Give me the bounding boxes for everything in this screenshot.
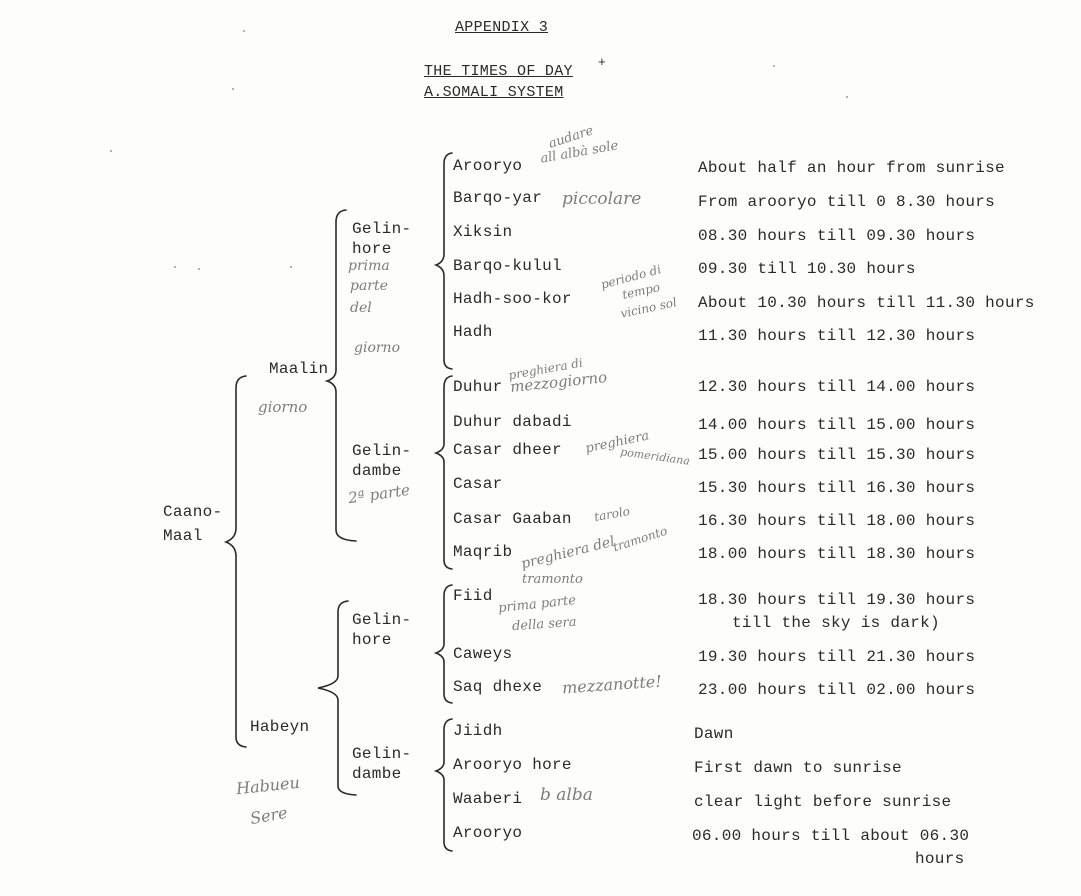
page-title: THE TIMES OF DAY: [424, 63, 573, 80]
handwritten-note: piccolare: [562, 189, 642, 209]
handwritten-note: prima: [348, 258, 390, 274]
handwritten-note: parte: [350, 278, 388, 294]
period-description: 18.00 hours till 18.30 hours: [698, 545, 976, 563]
period-name: Hadh: [453, 323, 493, 341]
handwritten-note: della sera: [511, 614, 577, 635]
period-name: Duhur dabadi: [453, 413, 572, 431]
period-description: clear light before sunrise: [694, 793, 952, 811]
period-name: Saq dhexe: [453, 678, 543, 696]
paper-speck: [232, 88, 234, 90]
period-description: 15.30 hours till 16.30 hours: [698, 479, 976, 497]
handwritten-note: mezzanotte!: [561, 671, 663, 698]
period-name: Duhur: [453, 378, 503, 396]
page-subtitle: A.SOMALI SYSTEM: [424, 84, 564, 101]
period-name: Waaberi: [453, 790, 523, 808]
handwritten-note: b alba: [540, 785, 593, 805]
period-name: Caweys: [453, 645, 513, 663]
period-description: First dawn to sunrise: [694, 759, 902, 777]
habeyn-hore-label-line2: hore: [352, 631, 392, 649]
handwritten-note: tarolo: [593, 503, 631, 525]
handwritten-note: 2ª parte: [347, 480, 412, 508]
handwritten-note: preghiera del: [519, 533, 617, 573]
maalin-dambe-label-line1: Gelin-: [352, 442, 412, 460]
period-name: Hadh-soo-kor: [453, 290, 572, 308]
paper-speck: [110, 150, 112, 152]
period-name: Barqo-kulul: [453, 257, 562, 275]
maalin-hore-label-line2: hore: [352, 240, 392, 258]
period-name: Arooryo: [453, 824, 523, 842]
day-dambe-bracket: [433, 375, 453, 570]
paper-speck: [846, 96, 848, 98]
maalin-hore-label-line1: Gelin-: [352, 220, 412, 238]
footnote-mark: +: [598, 55, 606, 70]
period-name: Casar dheer: [453, 441, 562, 459]
period-description: 19.30 hours till 21.30 hours: [698, 648, 976, 666]
period-description: 12.30 hours till 14.00 hours: [698, 378, 976, 396]
period-description-continued: hours: [915, 850, 965, 868]
period-description: 14.00 hours till 15.00 hours: [698, 416, 976, 434]
period-name: Arooryo hore: [453, 756, 572, 774]
appendix-heading: APPENDIX 3: [455, 19, 549, 36]
habeyn-hore-label-line1: Gelin-: [352, 611, 412, 629]
handwritten-note: Sere: [248, 802, 289, 829]
paper-speck: [174, 266, 176, 268]
period-name: Maqrib: [453, 543, 513, 561]
period-description: From arooryo till 0 8.30 hours: [698, 193, 996, 211]
period-description: 18.30 hours till 19.30 hours: [698, 591, 976, 609]
handwritten-note: tramonto: [611, 523, 669, 555]
night-dambe-bracket: [433, 718, 453, 852]
period-description: 16.30 hours till 18.00 hours: [698, 512, 976, 530]
handwritten-note: giorno: [258, 398, 308, 416]
root-bracket: [223, 375, 247, 748]
period-description: 08.30 hours till 09.30 hours: [698, 227, 976, 245]
period-description-continued: till the sky is dark): [732, 614, 940, 632]
root-label-line2: Maal: [163, 527, 203, 545]
maalin-dambe-label-line2: dambe: [352, 462, 402, 480]
period-name: Jiidh: [453, 722, 503, 740]
root-label-line1: Caano-: [163, 503, 223, 521]
handwritten-note: Habueu: [235, 772, 301, 799]
period-description: About 10.30 hours till 11.30 hours: [698, 294, 1035, 312]
paper-speck: [243, 30, 245, 32]
habeyn-bracket: [317, 600, 357, 796]
period-description: 06.00 hours till about 06.30: [692, 827, 970, 845]
paper-speck: [290, 266, 292, 268]
period-name: Fiid: [453, 587, 493, 605]
habeyn-label: Habeyn: [250, 718, 310, 736]
period-description: 09.30 till 10.30 hours: [698, 260, 916, 278]
handwritten-note: giorno: [354, 340, 401, 356]
period-name: Xiksin: [453, 223, 513, 241]
handwritten-note: del: [350, 300, 372, 316]
habeyn-dambe-label-line1: Gelin-: [352, 745, 412, 763]
period-name: Barqo-yar: [453, 189, 543, 207]
period-description: Dawn: [694, 725, 734, 743]
handwritten-note: prima parte: [497, 592, 577, 617]
period-description: 11.30 hours till 12.30 hours: [698, 327, 976, 345]
paper-speck: [773, 65, 775, 67]
day-hore-bracket: [433, 152, 453, 370]
handwritten-note: tramonto: [522, 572, 583, 587]
period-description: 15.00 hours till 15.30 hours: [698, 446, 976, 464]
period-name: Casar: [453, 475, 503, 493]
maalin-label: Maalin: [269, 360, 329, 378]
period-name: Casar Gaaban: [453, 510, 572, 528]
night-hore-bracket: [433, 584, 453, 704]
period-description: 23.00 hours till 02.00 hours: [698, 681, 976, 699]
handwritten-note: pomeridiana: [619, 445, 691, 468]
period-description: About half an hour from sunrise: [698, 159, 1005, 177]
period-name: Arooryo: [453, 157, 523, 175]
habeyn-dambe-label-line2: dambe: [352, 765, 402, 783]
paper-speck: [198, 268, 200, 270]
